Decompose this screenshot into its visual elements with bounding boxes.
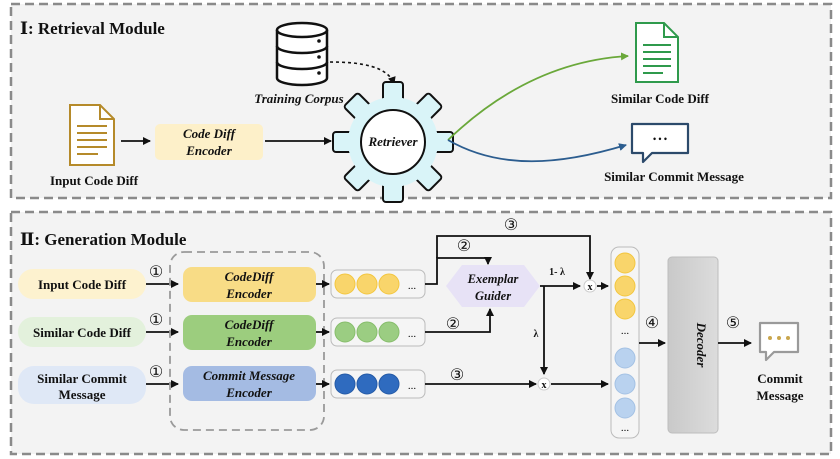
retrieval-module-title: Ⅰ: Retrieval Module <box>20 19 165 38</box>
gen-similar-commit-line1: Similar Commit <box>37 371 127 386</box>
codediff-encoder-1-box <box>183 267 316 302</box>
multiply-node-top <box>583 279 597 293</box>
training-corpus-label: Training Corpus <box>254 91 343 106</box>
multiply-bottom-label: x <box>542 380 547 391</box>
code-diff-encoder-line2: Encoder <box>185 143 232 158</box>
retriever-to-similar-message-arrow <box>447 139 627 163</box>
fused-cell-blue <box>614 347 636 369</box>
enc3-line1: Commit Message <box>203 368 295 383</box>
output-line2: Message <box>757 388 804 403</box>
vector-3-cell <box>334 373 356 395</box>
multiply-top-label: x <box>588 282 593 293</box>
similar-commit-message-pill <box>18 366 146 404</box>
fused-cell-yellow <box>614 298 636 320</box>
guider-line2: Guider <box>475 289 511 303</box>
database-icon <box>275 21 329 87</box>
corpus-to-retriever-arrow <box>329 61 396 85</box>
vector-3-cell <box>378 373 400 395</box>
output-line1: Commit <box>757 371 803 386</box>
fused-cell-yellow <box>614 252 636 274</box>
fused-ellipsis-bottom: ... <box>621 422 630 434</box>
similar-commit-message-label: Similar Commit Message <box>604 169 744 184</box>
codediff-encoder-2-box <box>183 315 316 350</box>
fused-cell-blue <box>614 397 636 419</box>
vector-1-cell <box>334 273 356 295</box>
code-diff-encoder-line1: Code Diff <box>183 126 237 141</box>
vector-2-cell <box>356 321 378 343</box>
code-diff-encoder-box <box>155 124 263 160</box>
vector-1-ellipsis: ... <box>408 280 417 292</box>
input-code-diff-pill <box>18 269 146 299</box>
step-1-a: ① <box>149 264 163 281</box>
enc2-line1: CodeDiff <box>225 317 276 332</box>
chat-bubble-icon <box>630 122 690 164</box>
enc1-line2: Encoder <box>225 286 272 301</box>
multiply-node-bottom <box>537 377 551 391</box>
vec1-to-mult-arrow <box>436 235 594 280</box>
step-4: ④ <box>645 315 659 332</box>
one-minus-lambda-label: 1- λ <box>549 267 565 278</box>
document-icon <box>69 104 115 166</box>
vector-3-cell <box>356 373 378 395</box>
lambda-label: λ <box>534 329 539 340</box>
step-3-a: ③ <box>504 217 518 234</box>
step-1-c: ① <box>149 364 163 381</box>
step-1-b: ① <box>149 312 163 329</box>
enc1-line1: CodeDiff <box>225 269 276 284</box>
retriever-gear-icon <box>332 81 454 203</box>
fused-cell-yellow <box>614 275 636 297</box>
exemplar-guider-box <box>446 265 540 307</box>
vector-2-cell <box>378 321 400 343</box>
decoder-box <box>667 256 719 434</box>
vector-3-ellipsis: ... <box>408 380 417 392</box>
commit-message-encoder-box <box>183 366 316 401</box>
chat-bubble-dots: • • • <box>653 134 667 144</box>
vector-2-ellipsis: ... <box>408 328 417 340</box>
fused-ellipsis-top: ... <box>621 325 630 337</box>
gen-similar-code-diff-label: Similar Code Diff <box>33 325 132 340</box>
fused-cell-blue <box>614 373 636 395</box>
similar-code-diff-label: Similar Code Diff <box>611 91 710 106</box>
generation-module-title: Ⅱ: Generation Module <box>20 230 187 249</box>
encoders-group-box <box>169 251 325 431</box>
enc2-line2: Encoder <box>225 334 272 349</box>
enc3-line2: Encoder <box>225 385 272 400</box>
output-chat-bubble-icon <box>758 321 800 362</box>
decoder-label: Decoder <box>694 322 709 369</box>
vec2-to-guider-arrow <box>425 308 494 333</box>
gen-similar-commit-line2: Message <box>59 387 106 402</box>
guider-line1: Exemplar <box>467 272 519 286</box>
retriever-label: Retriever <box>367 134 418 149</box>
step-5: ⑤ <box>726 315 740 332</box>
input-code-diff-label: Input Code Diff <box>50 173 139 188</box>
vector-1-cell <box>378 273 400 295</box>
vector-1-cell <box>356 273 378 295</box>
vector-2-cell <box>334 321 356 343</box>
similar-code-document-icon <box>635 22 679 83</box>
step-2-a: ② <box>457 238 471 255</box>
similar-code-diff-pill <box>18 317 146 347</box>
step-3-b: ③ <box>450 367 464 384</box>
gen-input-code-diff-label: Input Code Diff <box>38 277 127 292</box>
step-2-b: ② <box>446 316 460 333</box>
retriever-to-similar-code-arrow <box>447 52 629 141</box>
